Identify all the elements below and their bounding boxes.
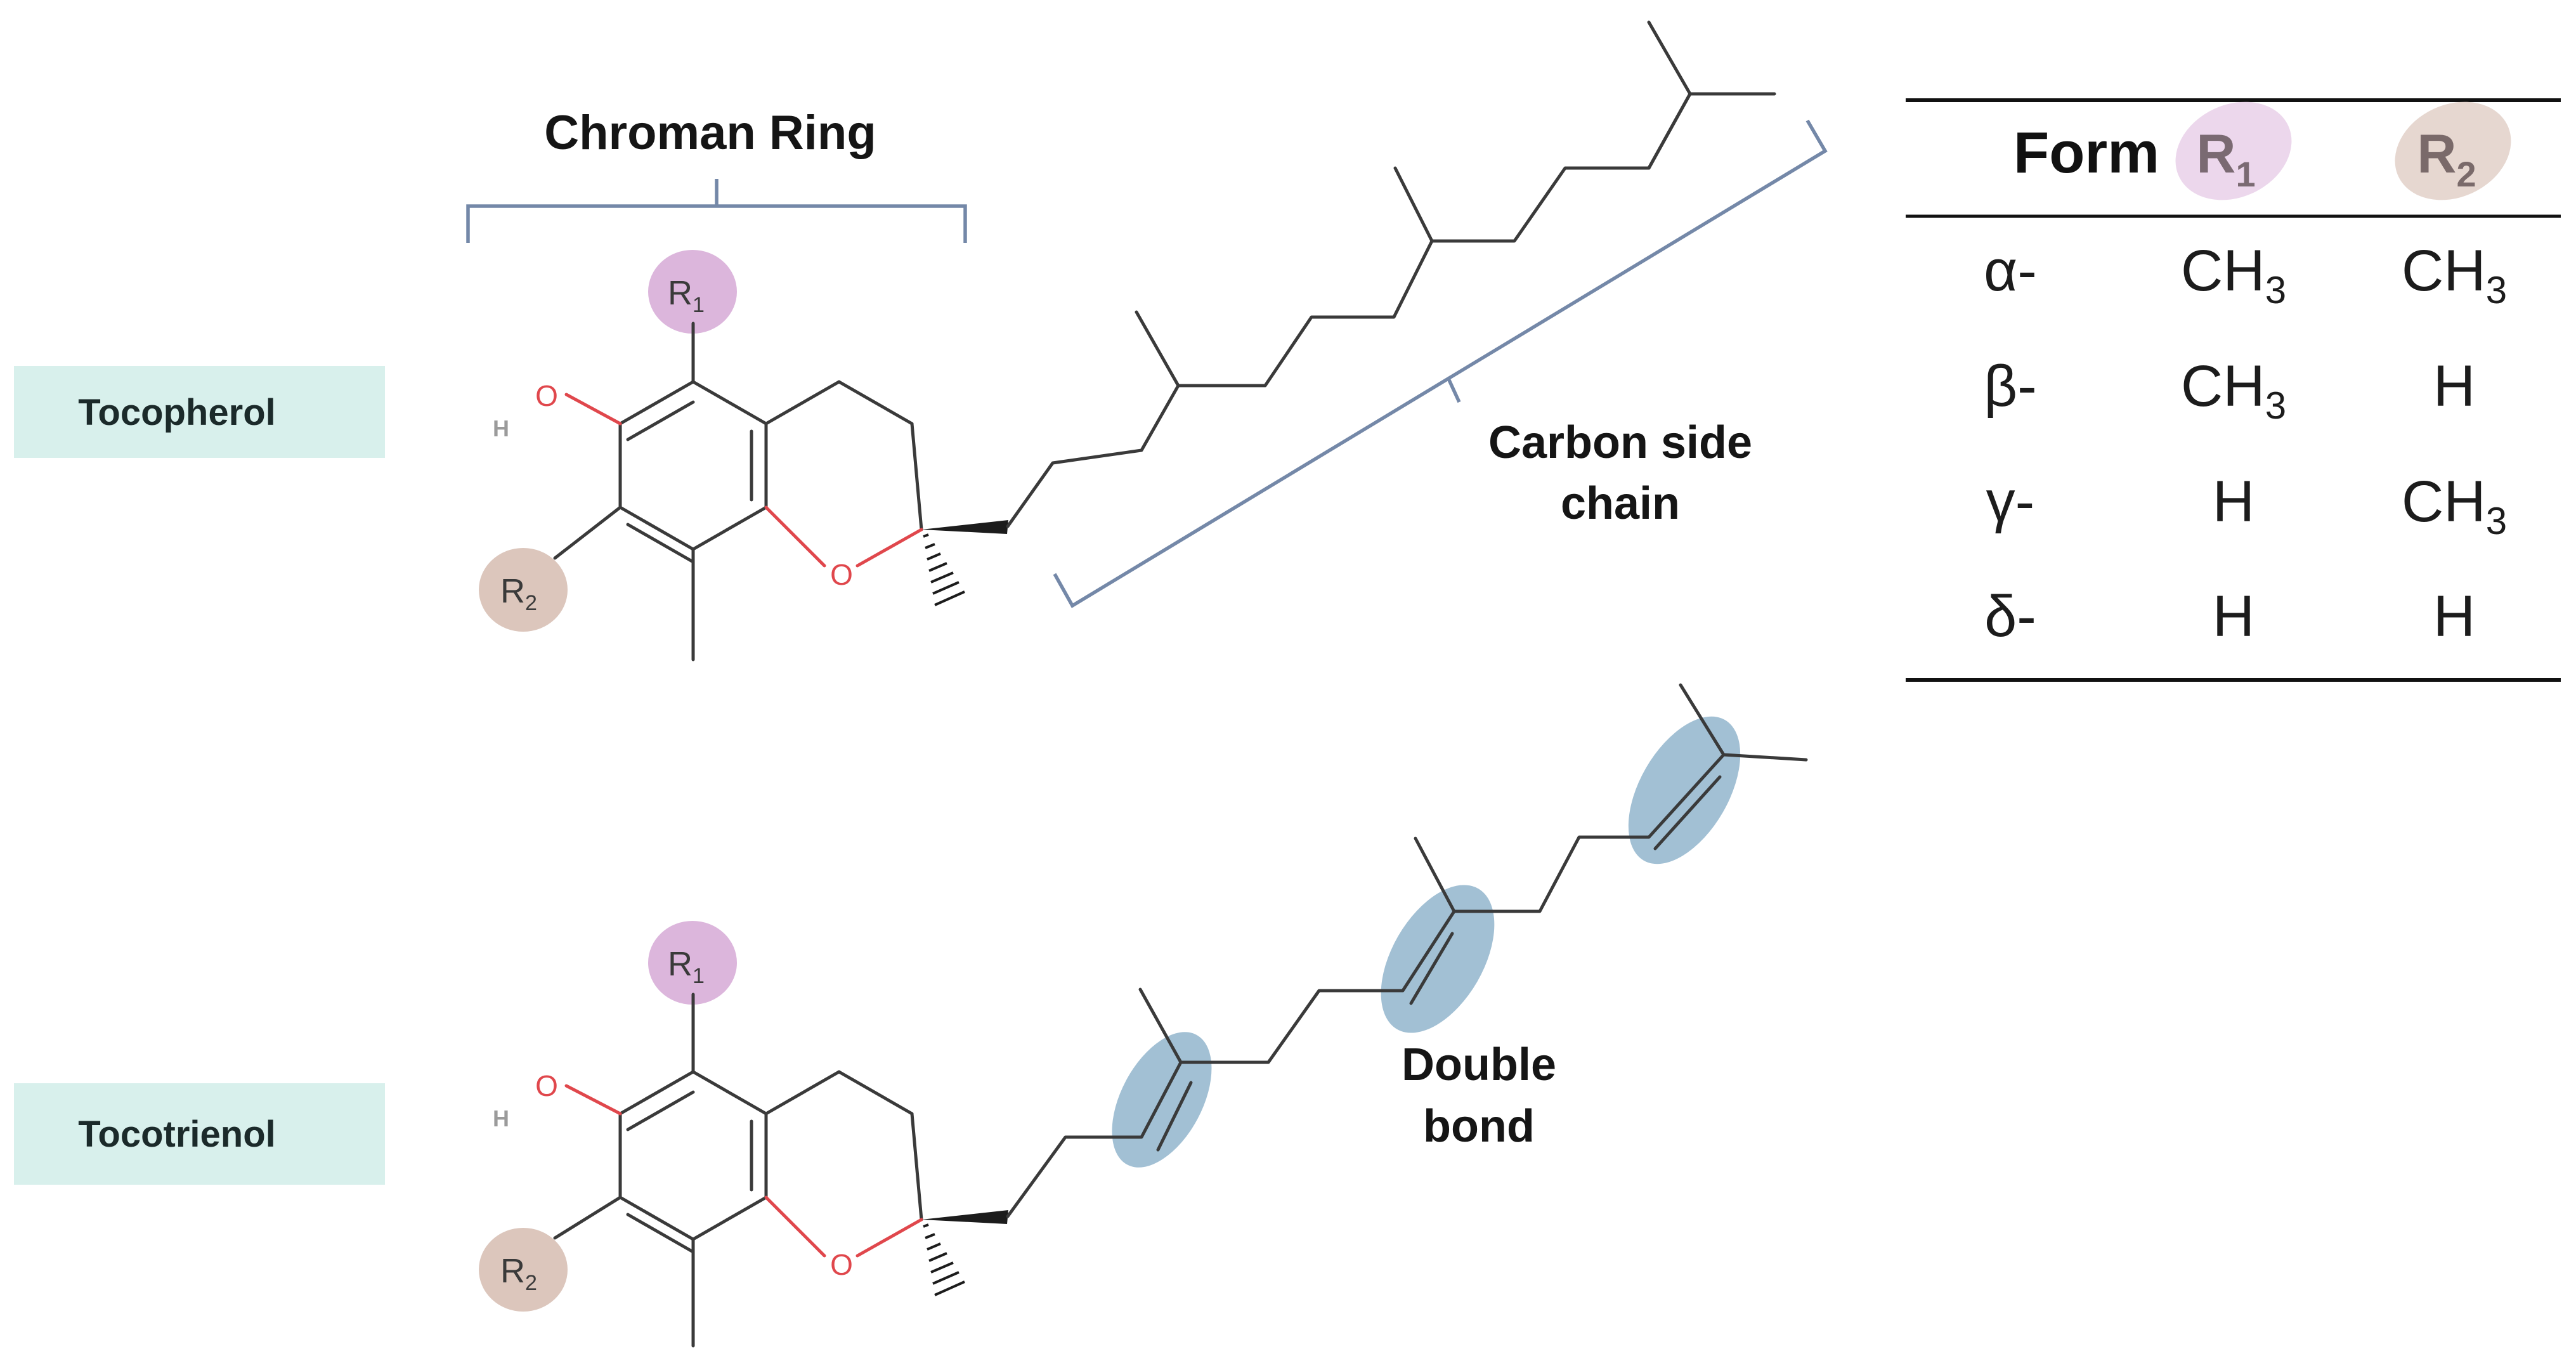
double-bond-line-1	[1156, 1081, 1193, 1152]
saturated-side-chain	[1006, 92, 1692, 528]
r2-bond	[553, 505, 622, 560]
tocopherol-structure: O R1 R2 O H	[479, 20, 1776, 661]
hydroxyl-oxygen: O	[535, 1069, 558, 1102]
chroman-ring-annotation: Chroman Ring	[466, 106, 967, 243]
row-r1: CH3	[2181, 238, 2286, 311]
double-bond-label-line2: bond	[1423, 1101, 1535, 1152]
row-r2: H	[2433, 354, 2475, 419]
hydroxyl-oxygen: O	[535, 379, 558, 412]
chroman-ring-label: Chroman Ring	[544, 106, 876, 160]
row-form: δ-	[1984, 584, 2036, 649]
ring-oxygen: O	[830, 558, 853, 591]
side-chain-branch-2	[1393, 166, 1434, 243]
table-row: δ- H H	[1984, 584, 2475, 649]
r1-label: R1	[668, 945, 705, 988]
carbon-side-chain-annotation: Carbon side chain	[1053, 119, 1828, 608]
double-bond-label-line1: Double	[1402, 1039, 1556, 1090]
unsaturated-side-chain	[1006, 753, 1808, 1218]
side-chain-bracket-tick	[1447, 377, 1461, 403]
trienol-branch-3	[1679, 683, 1726, 757]
table-row: α- CH3 CH3	[1984, 238, 2507, 311]
row-form: β-	[1984, 354, 2037, 419]
form-label-tocopherol: Tocopherol	[14, 366, 385, 458]
header-form: Form	[2013, 121, 2159, 185]
hashed-bond	[923, 1223, 965, 1296]
form-label-text: Tocopherol	[78, 392, 275, 433]
hydroxyl-hydrogen: H	[493, 415, 509, 441]
double-bond-line-2	[1409, 932, 1454, 1005]
trienol-branch-2	[1414, 837, 1456, 913]
hydroxyl-bond	[564, 393, 622, 426]
side-chain-label-line1: Carbon side	[1488, 417, 1752, 468]
header-r2: R2	[2417, 124, 2476, 194]
table-header: Form R1 R2	[2013, 101, 2511, 200]
r1-highlight	[648, 921, 737, 1005]
trienol-branch-1	[1138, 987, 1183, 1064]
row-r1: H	[2213, 469, 2254, 534]
row-r2: H	[2433, 584, 2475, 649]
r2-highlight	[479, 548, 568, 632]
header-r2-highlight	[2395, 101, 2511, 200]
side-chain-bracket	[1053, 119, 1828, 608]
header-r1-highlight	[2175, 101, 2292, 200]
row-r1: H	[2213, 584, 2254, 649]
aromatic-ring	[618, 1070, 768, 1254]
r1-highlight	[648, 250, 737, 334]
double-bond-highlight-3	[1628, 716, 1741, 864]
hydroxyl-hydrogen: H	[493, 1105, 509, 1131]
form-label-text: Tocotrienol	[78, 1114, 275, 1155]
table-row: γ- H CH3	[1986, 469, 2507, 542]
wedge-bond	[921, 1210, 1008, 1224]
r1-label: R1	[668, 274, 705, 317]
r2-highlight	[479, 1228, 568, 1312]
form-label-tocotrienol: Tocotrienol	[14, 1083, 385, 1185]
pyran-ring: O	[764, 1070, 923, 1281]
hashed-bond	[923, 533, 965, 606]
tocotrienol-structure: O R1 R2 O H	[479, 683, 1808, 1348]
double-bond-annotation: Double bond	[1402, 1039, 1556, 1152]
form-label-bg	[14, 1083, 385, 1185]
row-r2: CH3	[2402, 469, 2507, 542]
double-bond-line-3	[1653, 775, 1722, 850]
header-r1: R1	[2196, 124, 2255, 194]
pyran-ring: O	[764, 380, 923, 591]
hydroxyl-bond	[564, 1084, 622, 1116]
substituent-table: Form R1 R2 α- CH3 CH3 β- CH3 H γ- H CH3 …	[1906, 98, 2561, 682]
side-chain-label-line2: chain	[1561, 478, 1680, 529]
row-r2: CH3	[2402, 238, 2507, 311]
row-form: γ-	[1986, 469, 2035, 534]
r2-label: R2	[500, 1252, 537, 1295]
aromatic-ring	[618, 380, 768, 564]
side-chain-terminus	[1647, 20, 1692, 170]
row-r1: CH3	[2181, 354, 2286, 427]
ring-oxygen: O	[830, 1248, 853, 1281]
chroman-ring-bracket	[466, 204, 967, 243]
wedge-bond	[921, 520, 1008, 534]
form-label-bg	[14, 366, 385, 458]
r2-label: R2	[500, 572, 537, 615]
r2-bond	[553, 1195, 622, 1240]
row-form: α-	[1984, 238, 2037, 303]
side-chain-branch-1	[1135, 310, 1180, 388]
table-row: β- CH3 H	[1984, 354, 2475, 427]
